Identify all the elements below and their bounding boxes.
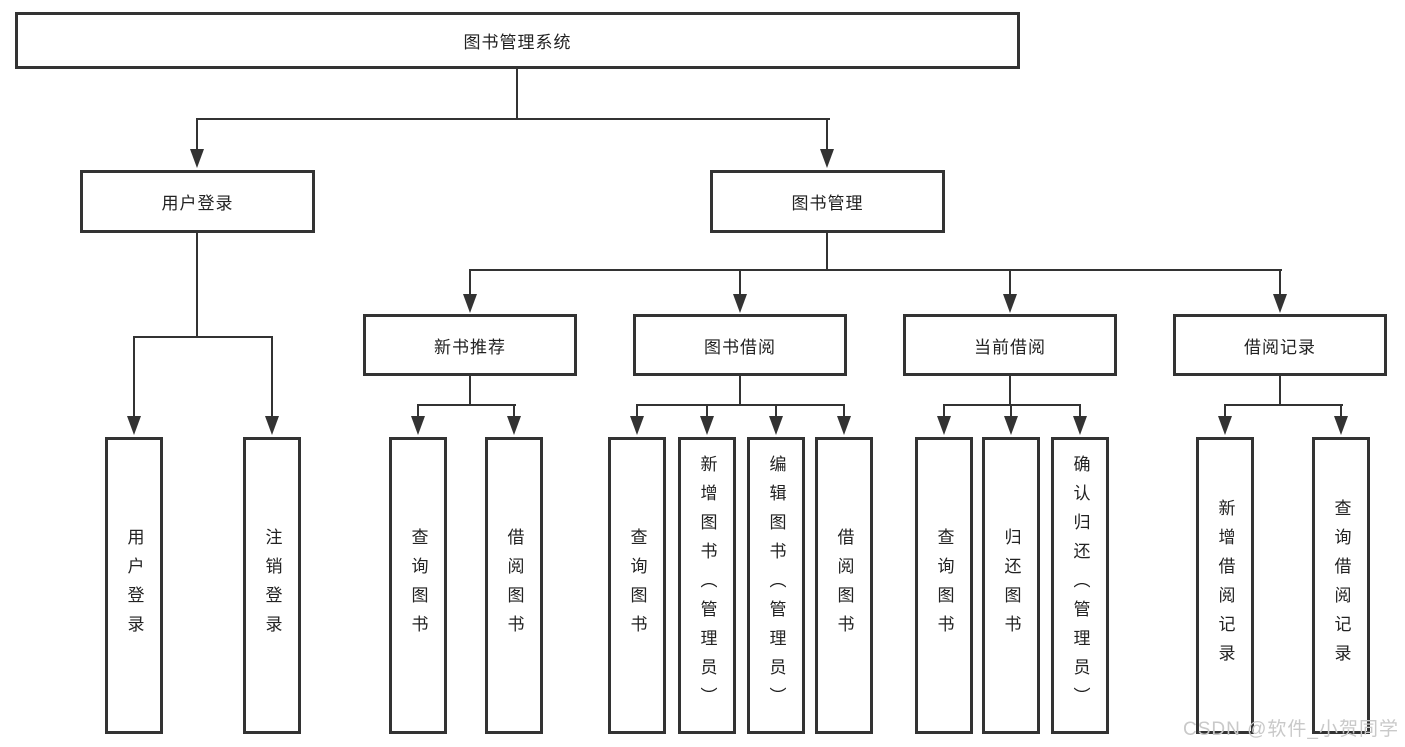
leaf-return-book: 归还图书 bbox=[982, 437, 1040, 734]
leaf-confirm-return-admin: 确认归还（管理员） bbox=[1051, 437, 1109, 734]
arrowhead-down-icon bbox=[937, 416, 951, 435]
leaf-borrow-books: 借阅图书 bbox=[815, 437, 873, 734]
connector-line bbox=[417, 404, 516, 406]
connector-line bbox=[826, 233, 828, 271]
node-library-management-system: 图书管理系统 bbox=[15, 12, 1020, 69]
connector-line bbox=[196, 118, 830, 120]
leaf-add-borrowing-record: 新增借阅记录 bbox=[1196, 437, 1254, 734]
connector-line bbox=[843, 404, 845, 418]
arrowhead-down-icon bbox=[507, 416, 521, 435]
connector-line bbox=[943, 404, 1081, 406]
connector-line bbox=[1279, 376, 1281, 406]
arrowhead-down-icon bbox=[1334, 416, 1348, 435]
arrowhead-down-icon bbox=[463, 294, 477, 313]
connector-line bbox=[196, 233, 198, 338]
connector-line bbox=[513, 404, 515, 418]
node-new-book-recommendation: 新书推荐 bbox=[363, 314, 577, 376]
arrowhead-down-icon bbox=[733, 294, 747, 313]
leaf-query-books-current: 查询图书 bbox=[915, 437, 973, 734]
connector-line bbox=[417, 404, 419, 418]
connector-line bbox=[739, 376, 741, 406]
connector-line bbox=[636, 404, 845, 406]
connector-line bbox=[1224, 404, 1343, 406]
arrowhead-down-icon bbox=[1273, 294, 1287, 313]
node-book-management: 图书管理 bbox=[710, 170, 945, 233]
connector-line bbox=[133, 336, 273, 338]
connector-line bbox=[1009, 376, 1011, 406]
connector-line bbox=[739, 269, 741, 296]
leaf-query-books-borrowing: 查询图书 bbox=[608, 437, 666, 734]
arrowhead-down-icon bbox=[837, 416, 851, 435]
node-user-login: 用户登录 bbox=[80, 170, 315, 233]
connector-line bbox=[826, 118, 828, 151]
arrowhead-down-icon bbox=[1003, 294, 1017, 313]
connector-line bbox=[775, 404, 777, 418]
arrowhead-down-icon bbox=[190, 149, 204, 168]
connector-line bbox=[469, 269, 1282, 271]
watermark: CSDN @软件_小贺同学 bbox=[1183, 719, 1399, 740]
arrowhead-down-icon bbox=[630, 416, 644, 435]
connector-line bbox=[636, 404, 638, 418]
connector-line bbox=[1224, 404, 1226, 418]
connector-line bbox=[1009, 269, 1011, 296]
arrowhead-down-icon bbox=[1218, 416, 1232, 435]
leaf-query-borrowing-record: 查询借阅记录 bbox=[1312, 437, 1370, 734]
connector-line bbox=[1010, 404, 1012, 418]
node-borrowing-records: 借阅记录 bbox=[1173, 314, 1387, 376]
connector-line bbox=[271, 336, 273, 418]
arrowhead-down-icon bbox=[265, 416, 279, 435]
connector-line bbox=[943, 404, 945, 418]
connector-line bbox=[706, 404, 708, 418]
arrowhead-down-icon bbox=[1004, 416, 1018, 435]
connector-line bbox=[516, 69, 518, 120]
node-current-borrowing: 当前借阅 bbox=[903, 314, 1117, 376]
leaf-logout: 注销登录 bbox=[243, 437, 301, 734]
arrowhead-down-icon bbox=[411, 416, 425, 435]
arrowhead-down-icon bbox=[1073, 416, 1087, 435]
arrowhead-down-icon bbox=[769, 416, 783, 435]
leaf-add-book-admin: 新增图书（管理员） bbox=[678, 437, 736, 734]
leaf-user-login: 用户登录 bbox=[105, 437, 163, 734]
connector-line bbox=[196, 118, 198, 151]
connector-line bbox=[133, 336, 135, 418]
connector-line bbox=[469, 376, 471, 406]
connector-line bbox=[469, 269, 471, 296]
connector-line bbox=[1340, 404, 1342, 418]
arrowhead-down-icon bbox=[820, 149, 834, 168]
leaf-borrow-books-recommendation: 借阅图书 bbox=[485, 437, 543, 734]
leaf-edit-book-admin: 编辑图书（管理员） bbox=[747, 437, 805, 734]
connector-line bbox=[1079, 404, 1081, 418]
node-book-borrowing: 图书借阅 bbox=[633, 314, 847, 376]
connector-line bbox=[1279, 269, 1281, 296]
leaf-query-books-recommendation: 查询图书 bbox=[389, 437, 447, 734]
arrowhead-down-icon bbox=[127, 416, 141, 435]
arrowhead-down-icon bbox=[700, 416, 714, 435]
